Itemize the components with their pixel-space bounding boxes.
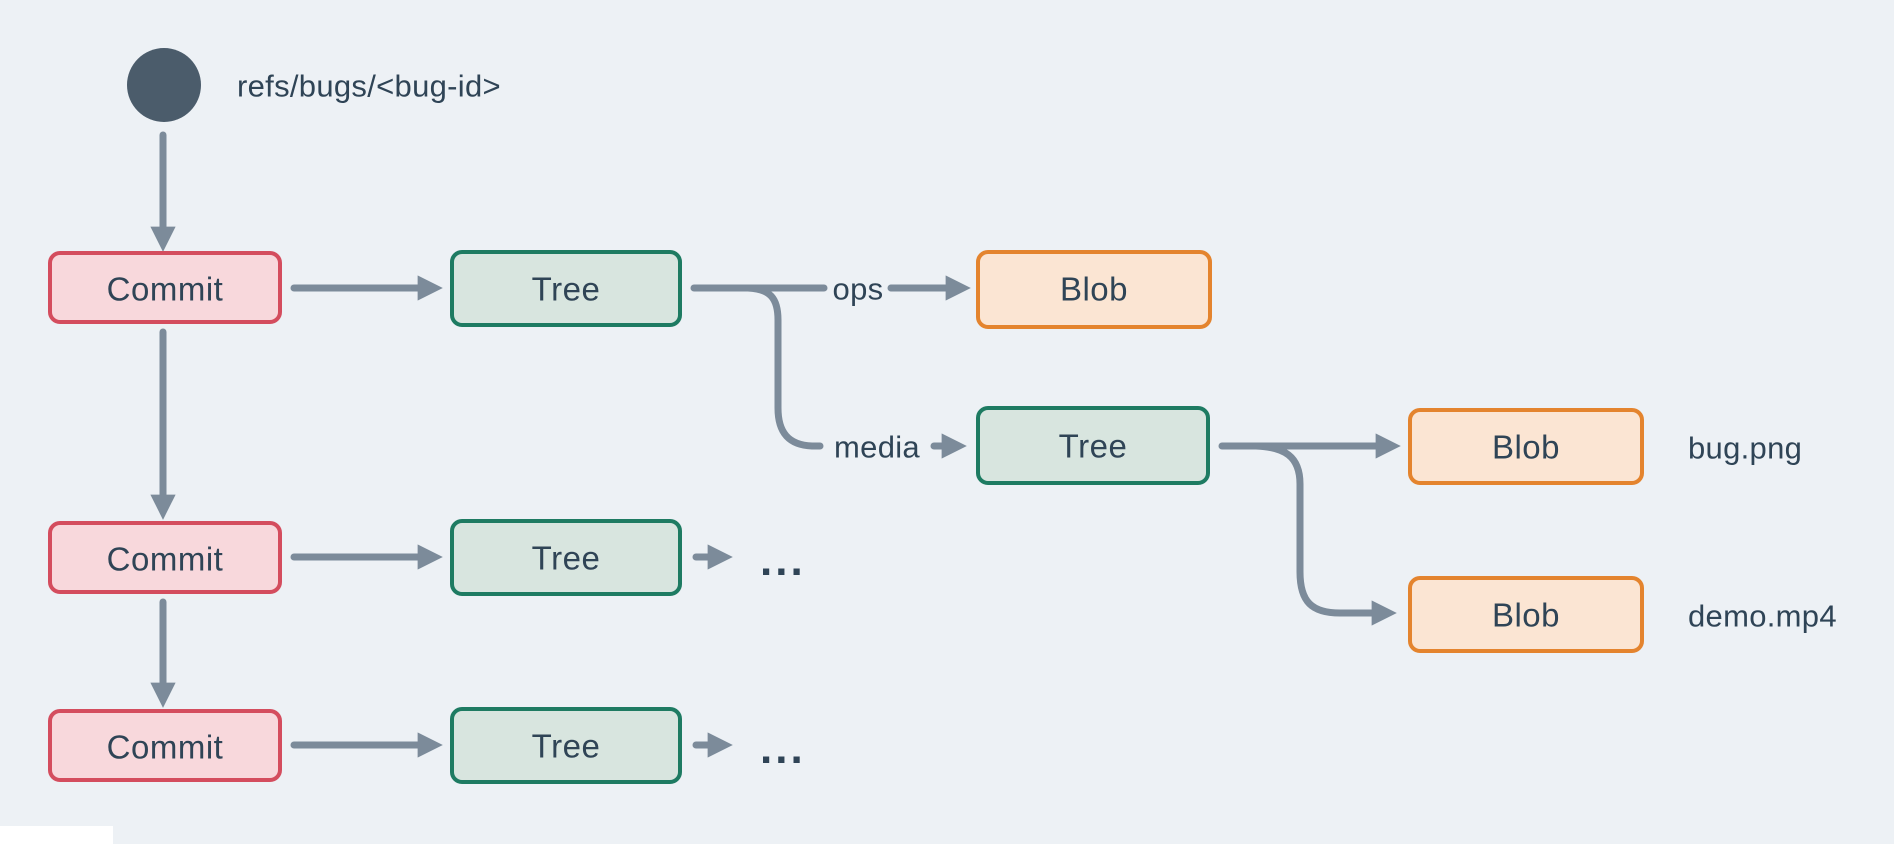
tree2-box — [976, 406, 1210, 485]
ellipsis-row3: ... — [760, 724, 806, 773]
tree1-label: Tree — [532, 271, 601, 308]
edge-tree1-branch-media — [744, 284, 824, 450]
blob-ops-box — [976, 250, 1212, 329]
ref-node — [127, 48, 201, 122]
ellipsis-row2: ... — [760, 536, 806, 585]
tree-row3-label: Tree — [532, 728, 601, 765]
edge-label-media: media — [834, 430, 920, 465]
page-edge-white-strip — [0, 826, 113, 844]
blob-bug-label: Blob — [1492, 429, 1560, 466]
commit3-label: Commit — [107, 729, 224, 766]
ref-label: refs/bugs/<bug-id> — [237, 69, 501, 104]
commit2-box — [48, 521, 282, 594]
blob-bug-box — [1408, 408, 1644, 485]
tree-row2-label: Tree — [532, 540, 601, 577]
file-label-demo-mp4: demo.mp4 — [1688, 599, 1837, 634]
blob-demo-label: Blob — [1492, 597, 1560, 634]
blob-ops-label: Blob — [1060, 271, 1128, 308]
tree1-box — [450, 250, 682, 327]
tree-row3-box — [450, 707, 682, 784]
edge-tree2-to-blob-demo — [1252, 442, 1397, 626]
blob-demo-box — [1408, 576, 1644, 653]
commit3-box — [48, 709, 282, 782]
tree-row2-box — [450, 519, 682, 596]
tree2-label: Tree — [1059, 428, 1128, 465]
commit1-box — [48, 251, 282, 324]
commit2-label: Commit — [107, 541, 224, 578]
edge-label-ops: ops — [833, 272, 884, 307]
commit1-label: Commit — [107, 271, 224, 308]
file-label-bug-png: bug.png — [1688, 431, 1802, 466]
